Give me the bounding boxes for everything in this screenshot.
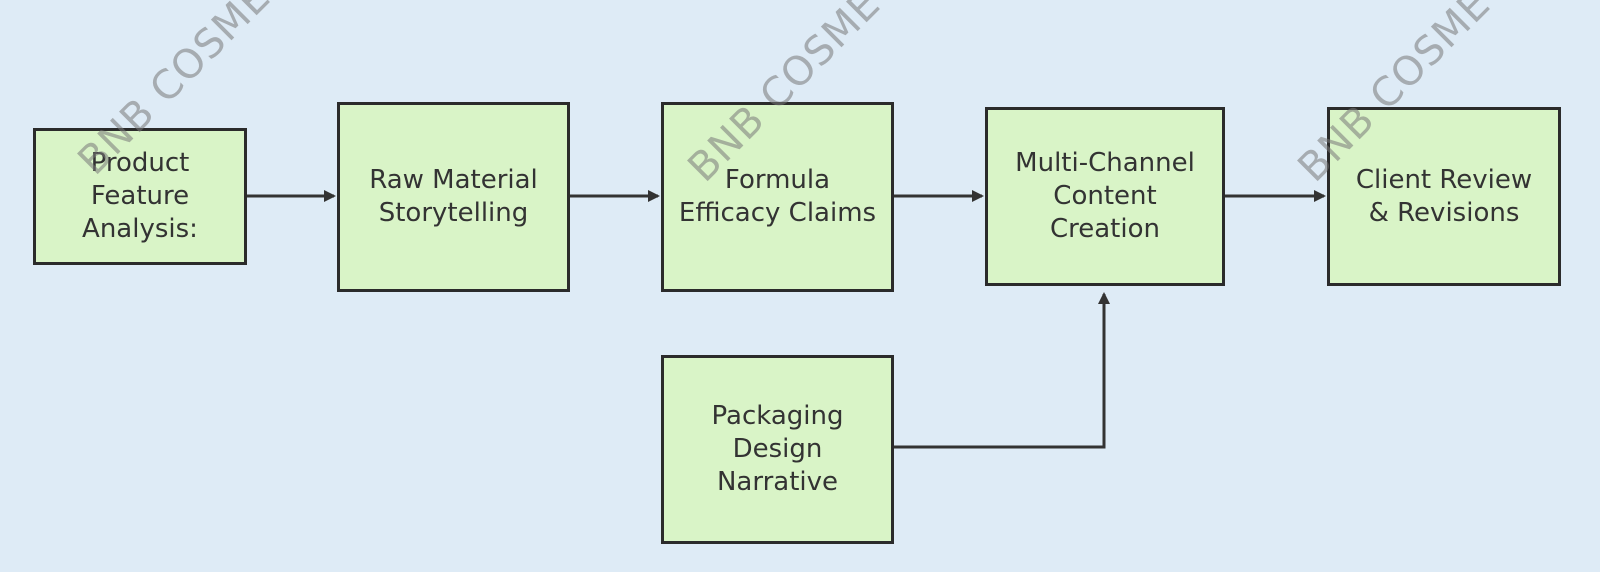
node-multi-channel-content-creation[interactable]: Multi-Channel Content Creation	[985, 107, 1225, 286]
node-raw-material-storytelling[interactable]: Raw Material Storytelling	[337, 102, 570, 292]
node-label: Formula Efficacy Claims	[678, 165, 877, 228]
node-label: Multi-Channel Content Creation	[1015, 148, 1195, 244]
node-client-review-revisions[interactable]: Client Review & Revisions	[1327, 107, 1561, 286]
node-label: Raw Material Storytelling	[369, 165, 538, 228]
node-label: Packaging Design Narrative	[711, 401, 844, 497]
node-label: Product Feature Analysis:	[82, 148, 198, 244]
node-formula-efficacy-claims[interactable]: Formula Efficacy Claims	[661, 102, 894, 292]
edge-packaging-to-multichannel	[894, 292, 1110, 449]
node-product-feature-analysis[interactable]: Product Feature Analysis:	[33, 128, 247, 265]
node-label: Client Review & Revisions	[1355, 164, 1533, 228]
node-packaging-design-narrative[interactable]: Packaging Design Narrative	[661, 355, 894, 544]
